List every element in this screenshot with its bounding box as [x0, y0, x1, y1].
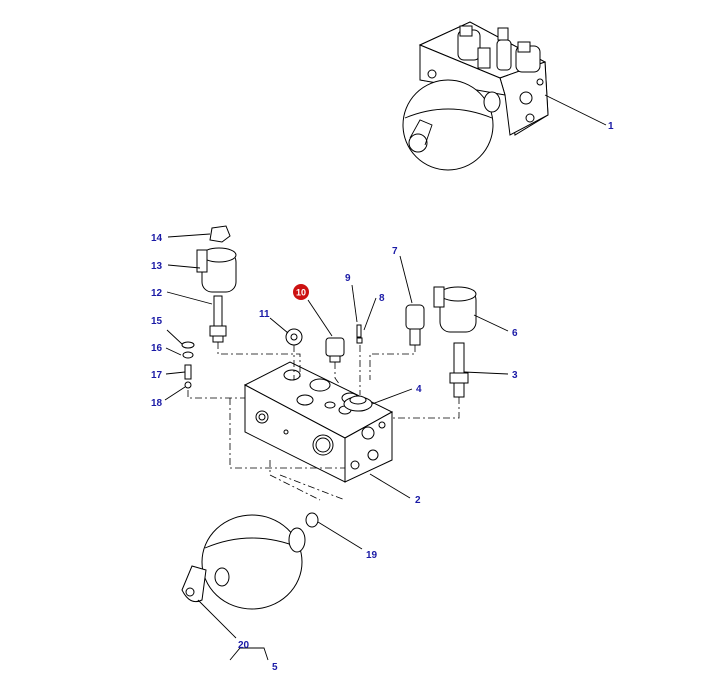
callout-20[interactable]: 20: [238, 640, 250, 651]
solenoid-coil-drawing: [433, 286, 477, 333]
nut-drawing: [285, 328, 303, 346]
assembly-lines: [187, 342, 460, 501]
connector-drawing: [405, 304, 425, 346]
spring-drawing: [184, 364, 192, 380]
callout-labels: 1 2 3 4 5 6 7 8 9 10 11 12 13 14 15 16 1…: [151, 121, 614, 673]
o-ring-drawing: [181, 341, 195, 349]
callout-9[interactable]: 9: [345, 273, 351, 284]
callout-15[interactable]: 15: [151, 316, 163, 327]
valve-stem-drawing: [209, 295, 227, 343]
callout-2[interactable]: 2: [415, 495, 421, 506]
callout-8[interactable]: 8: [379, 293, 385, 304]
callout-4[interactable]: 4: [416, 384, 422, 395]
callout-6[interactable]: 6: [512, 328, 518, 339]
callout-10-selected[interactable]: 10: [293, 284, 309, 300]
accumulator-drawing: [181, 512, 319, 610]
callout-7[interactable]: 7: [392, 246, 398, 257]
callout-13[interactable]: 13: [151, 261, 163, 272]
screw-drawing: [356, 324, 362, 338]
valve-block-drawing: [243, 361, 394, 483]
callout-14[interactable]: 14: [151, 233, 163, 244]
ball-drawing: [184, 381, 192, 389]
callout-10: 10: [296, 288, 306, 298]
callout-19[interactable]: 19: [366, 550, 378, 561]
callout-12[interactable]: 12: [151, 288, 163, 299]
cartridge-valve-drawing: [449, 342, 469, 398]
leader-lines: [164, 94, 607, 661]
callout-17[interactable]: 17: [151, 370, 163, 381]
callout-3[interactable]: 3: [512, 370, 518, 381]
hydraulic-valve-assembly-drawing: [402, 21, 549, 171]
washer-drawing: [182, 351, 194, 359]
plug-drawing: [356, 337, 363, 344]
selected-marker: [293, 284, 309, 300]
coil-drawing: [196, 247, 237, 293]
callout-1[interactable]: 1: [608, 121, 614, 132]
pressure-switch-drawing: [325, 337, 345, 363]
callout-16[interactable]: 16: [151, 343, 163, 354]
callout-18[interactable]: 18: [151, 398, 163, 409]
callout-5[interactable]: 5: [272, 662, 278, 673]
cap-drawing: [209, 225, 231, 243]
callout-11[interactable]: 11: [259, 309, 270, 320]
